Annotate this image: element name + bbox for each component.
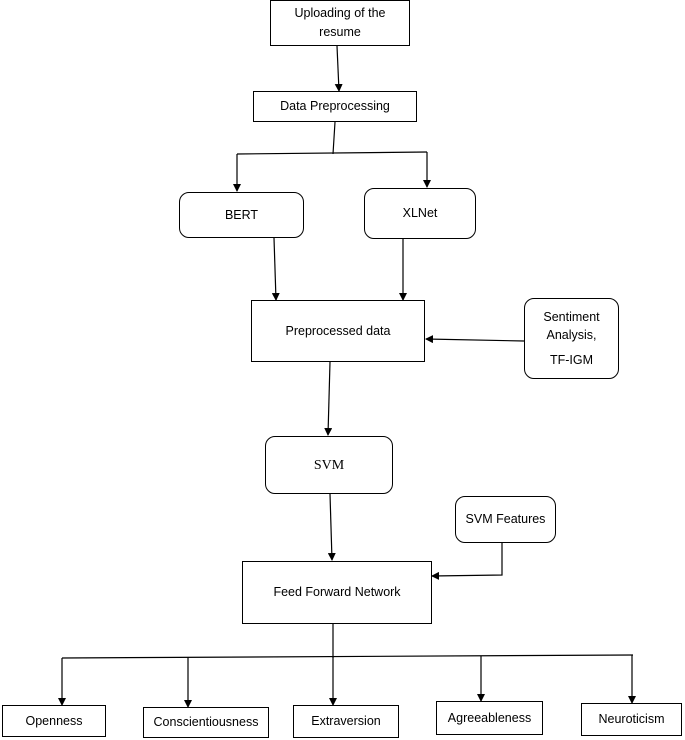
connector-preprocessing-down [332, 121, 336, 155]
node-neuroticism: Neuroticism [581, 703, 682, 736]
arrow-preprocessed-to-svm [324, 361, 333, 436]
node-xlnet: XLNet [364, 188, 476, 239]
node-bert-label: BERT [224, 207, 259, 222]
node-feed-forward-network: Feed Forward Network [242, 561, 432, 624]
node-feed-forward-network-label: Feed Forward Network [273, 585, 401, 600]
node-conscientiousness: Conscientiousness [143, 707, 269, 738]
node-uploading-resume-label: Uploading of the resume [294, 6, 386, 39]
node-agreeableness-label: Agreeableness [447, 710, 532, 725]
node-svm-features: SVM Features [455, 496, 556, 543]
node-svm-features-label: SVM Features [465, 512, 546, 527]
node-uploading-resume: Uploading of the resume [270, 0, 410, 46]
node-sentiment-line3: TF-IGM [549, 352, 594, 367]
connector-split-bar [236, 151, 428, 155]
node-svm: SVM [265, 436, 393, 494]
arrow-upload-to-preprocessing [334, 45, 343, 92]
node-conscientiousness-label: Conscientiousness [153, 715, 259, 730]
node-extraversion: Extraversion [293, 705, 399, 738]
node-xlnet-label: XLNet [402, 206, 438, 221]
arrow-svm-to-ffn [327, 493, 336, 561]
node-data-preprocessing: Data Preprocessing [253, 91, 417, 122]
node-preprocessed-data-label: Preprocessed data [285, 323, 391, 338]
arrow-sentiment-to-preprocessed [425, 335, 525, 344]
node-svm-label: SVM [313, 457, 345, 473]
node-bert: BERT [179, 192, 304, 238]
node-agreeableness: Agreeableness [436, 701, 543, 735]
node-sentiment-line1: Sentiment [543, 310, 600, 325]
arrow-bert-to-preprocessed [271, 237, 280, 301]
node-extraversion-label: Extraversion [311, 714, 381, 729]
node-data-preprocessing-label: Data Preprocessing [280, 99, 390, 114]
node-sentiment-line2: Analysis, [546, 328, 597, 343]
arrow-svm-features-to-ffn [431, 543, 503, 580]
node-sentiment-analysis: Sentiment Analysis, TF-IGM [524, 298, 619, 379]
node-openness-label: Openness [25, 713, 83, 728]
node-preprocessed-data: Preprocessed data [251, 300, 425, 362]
connector-trait-bar [61, 654, 634, 659]
node-openness: Openness [2, 705, 106, 737]
node-neuroticism-label: Neuroticism [598, 712, 665, 727]
